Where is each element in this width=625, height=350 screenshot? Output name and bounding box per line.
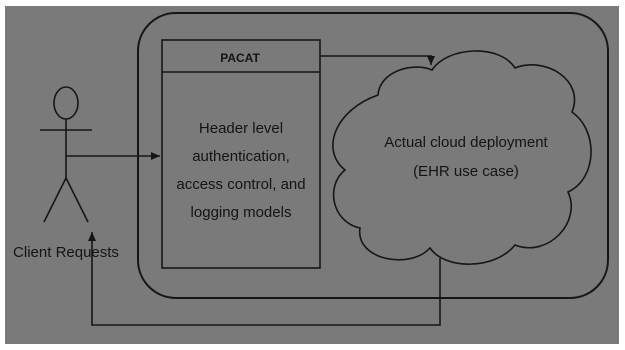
pacat-title: PACAT: [220, 51, 260, 65]
cloud-shape: [332, 50, 592, 265]
cloud-label-line-2: (EHR use case): [413, 163, 519, 180]
pacat-box: [161, 39, 321, 269]
pacat-body-line-4: logging models: [191, 204, 292, 221]
arrow-pacat-to-cloud: [320, 55, 435, 65]
cloud-label-line-1: Actual cloud deployment: [384, 134, 548, 151]
client-actor-icon: [40, 86, 92, 223]
client-requests-label: Client Requests: [13, 244, 119, 261]
diagram-background: [5, 6, 619, 344]
arrow-cloud-to-client: [88, 232, 441, 326]
pacat-body-line-1: Header level: [199, 120, 283, 137]
pacat-body-line-3: access control, and: [176, 176, 305, 193]
pacat-body-line-2: authentication,: [192, 148, 290, 165]
